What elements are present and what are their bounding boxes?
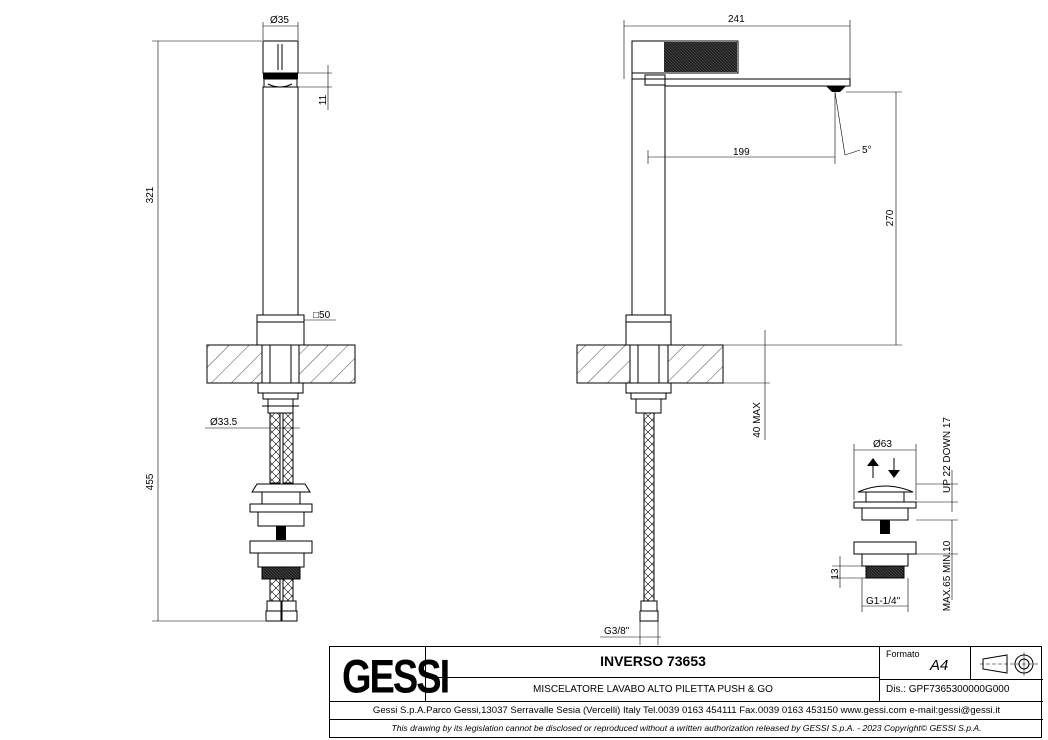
dim-outlet-height: 270 xyxy=(885,209,896,226)
logo-cell: GESSI xyxy=(330,647,450,704)
title-cell: INVERSO 73653 MISCELATORE LAVABO ALTO PI… xyxy=(426,647,880,701)
waste-detail xyxy=(853,458,917,579)
dim-shank-diameter: Ø33.5 xyxy=(210,417,238,428)
side-view xyxy=(576,40,851,622)
dim-base-square: □50 xyxy=(313,310,331,321)
dim-waste-range: MAX.65 MIN.10 xyxy=(942,540,953,611)
dim-hose-connection: G3/8" xyxy=(604,626,630,637)
dim-waste-diameter: Ø63 xyxy=(873,439,892,450)
divider xyxy=(330,701,1043,702)
product-description: MISCELATORE LAVABO ALTO PILETTA PUSH & G… xyxy=(533,684,773,695)
format-value: A4 xyxy=(930,657,949,674)
dim-waste-thread: G1-1/4" xyxy=(866,596,901,607)
waste-dimensions: Ø63 UP 22 DOWN 17 MAX.65 MIN.10 13 G1-1/… xyxy=(830,417,958,612)
projection-symbol-icon xyxy=(980,652,1038,676)
dim-spout-diameter: Ø35 xyxy=(270,15,289,26)
dim-below-deck: 455 xyxy=(145,473,156,490)
dim-aerator-offset: 11 xyxy=(318,94,329,105)
divider xyxy=(880,679,1043,680)
title-block: GESSI INVERSO 73653 MISCELATORE LAVABO A… xyxy=(329,646,1043,738)
legal-notice: This drawing by its legislation cannot b… xyxy=(391,723,982,733)
drawing-number: Dis.: GPF7365300000G000 xyxy=(886,684,1010,695)
dim-outlet-angle: 5° xyxy=(862,145,872,156)
side-dimensions: 241 199 5° 270 40 MAX G3/8" xyxy=(600,14,902,645)
dim-waste-travel: UP 22 DOWN 17 xyxy=(942,417,953,493)
front-view xyxy=(206,40,356,622)
dim-waste-thread-height: 13 xyxy=(830,568,841,580)
dim-total-height: 321 xyxy=(145,186,156,203)
format-label: Formato xyxy=(886,649,920,659)
divider xyxy=(970,647,971,679)
dim-spout-reach-total: 241 xyxy=(728,14,745,25)
divider xyxy=(330,719,1043,720)
product-title: INVERSO 73653 xyxy=(600,653,706,669)
divider xyxy=(426,677,880,678)
dim-deck-thickness: 40 MAX xyxy=(752,402,763,438)
company-address: Gessi S.p.A.Parco Gessi,13037 Serravalle… xyxy=(372,705,1001,716)
front-dimensions: Ø35 321 11 □50 Ø33.5 455 xyxy=(145,15,336,622)
dim-spout-reach-outlet: 199 xyxy=(733,147,750,158)
